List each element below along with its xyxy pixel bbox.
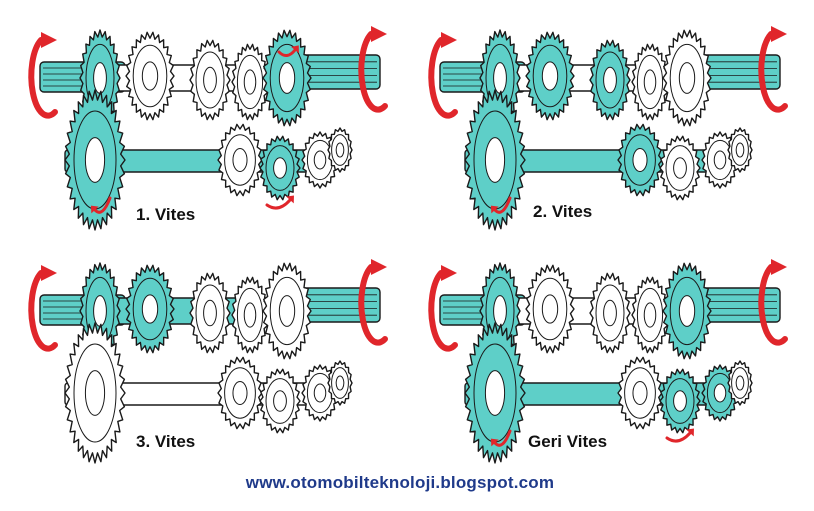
input-end-rotation-arrow-icon (28, 265, 58, 352)
upper-3-gear (231, 43, 269, 121)
counter-2-gear (617, 356, 663, 430)
upper-3-gear (631, 276, 669, 354)
output-end-rotation-arrow-icon (758, 259, 788, 346)
counter-drive-gear (464, 89, 526, 231)
counter-1-gear (259, 368, 301, 434)
upper-1-gear (662, 29, 712, 127)
gear-train-second (428, 26, 788, 231)
counter-drive-rotation-arrow-icon (490, 429, 512, 447)
idler-small-gear (327, 360, 353, 406)
gear-train-first (28, 26, 388, 231)
reverse-idler-gear (701, 131, 739, 189)
output-end-rotation-arrow-icon (358, 259, 388, 346)
counter-gear-rotation-arrow-icon (265, 195, 294, 210)
upper-2-gear (189, 272, 231, 354)
counter-2-gear (217, 123, 263, 197)
counter-1-gear (259, 135, 301, 201)
counter-drive-rotation-arrow-icon (90, 196, 112, 214)
gear-train-third (28, 259, 388, 464)
counter-1-gear (659, 135, 701, 201)
reverse-idler-gear (301, 131, 339, 189)
input-end-rotation-arrow-icon (428, 265, 458, 352)
panel-third-gear: 3. Vites (5, 245, 405, 485)
synchro-gear (125, 264, 175, 354)
synchro-gear (525, 264, 575, 354)
upper-3-gear (631, 43, 669, 121)
synchro-gear (125, 31, 175, 121)
input-end-rotation-arrow-icon (28, 32, 58, 119)
output-end-rotation-arrow-icon (758, 26, 788, 113)
counter-2-gear (217, 356, 263, 430)
counter-drive-gear (64, 89, 126, 231)
input-end-rotation-arrow-icon (428, 32, 458, 119)
upper-1-gear (262, 29, 312, 127)
upper-1-gear (662, 262, 712, 360)
idler-small-gear (727, 127, 753, 173)
upper-2-gear (589, 39, 631, 121)
counter-2-gear (617, 123, 663, 197)
reverse-gear-label: Geri Vites (525, 432, 611, 452)
website-url: www.otomobilteknoloji.blogspot.com (245, 473, 555, 492)
input-drive-gear (479, 29, 521, 127)
synchro-gear (525, 31, 575, 121)
input-drive-gear (479, 262, 521, 360)
counter-drive-rotation-arrow-icon (490, 196, 512, 214)
upper-2-gear (189, 39, 231, 121)
gear-train-reverse (428, 259, 788, 464)
reverse-idler-gear (301, 364, 339, 422)
panel-second-gear: 2. Vites (405, 0, 805, 240)
idler-small-gear (327, 127, 353, 173)
output-end-rotation-arrow-icon (358, 26, 388, 113)
idler-small-gear (727, 360, 753, 406)
counter-drive-gear (64, 322, 126, 464)
second-gear-label: 2. Vites (530, 202, 596, 222)
counter-1-gear (659, 368, 701, 434)
third-gear-label: 3. Vites (133, 432, 199, 452)
upper-3-gear (231, 276, 269, 354)
upper-gear-rotation-arrow-icon (277, 45, 299, 57)
first-gear-label: 1. Vites (133, 205, 199, 225)
upper-2-gear (589, 272, 631, 354)
counter-drive-gear (464, 322, 526, 464)
panel-first-gear: 1. Vites (5, 0, 405, 240)
upper-1-gear (262, 262, 312, 360)
panel-reverse-gear: Geri Vites (405, 245, 805, 485)
counter-gear-rotation-arrow-icon (665, 428, 694, 443)
